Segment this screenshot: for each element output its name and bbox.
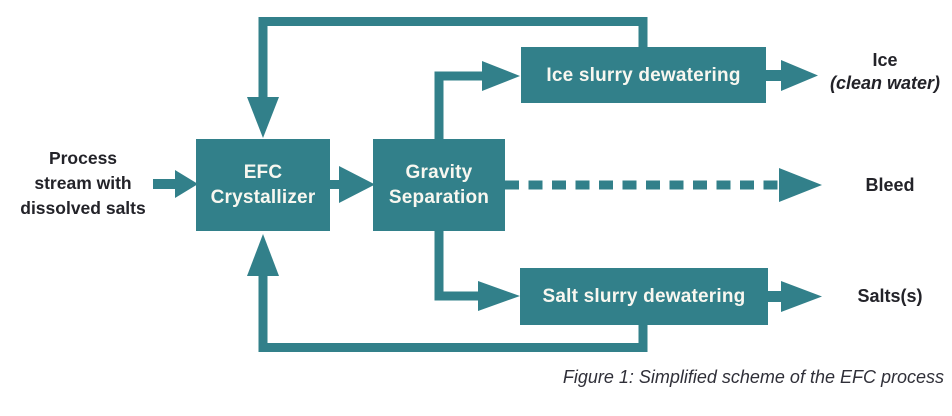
salts-output-arrow <box>766 281 822 312</box>
ice-output-label: Ice (clean water) <box>818 49 952 95</box>
gravity-to-bleed-connector <box>505 168 822 202</box>
ice-recycle-connector <box>247 17 648 138</box>
figure-caption: Figure 1: Simplified scheme of the EFC p… <box>562 367 944 387</box>
feed-stream-label-line2: stream with <box>34 173 132 193</box>
gravity-label-line2: Separation <box>388 187 490 208</box>
salt-recycle-connector <box>247 234 648 352</box>
gravity-to-salt-connector <box>434 231 520 311</box>
ice-output-subtitle: (clean water) <box>829 73 941 93</box>
bleed-output-label: Bleed <box>865 175 915 195</box>
ice-dewatering-label: Ice slurry dewatering <box>546 64 741 86</box>
gravity-to-ice-connector <box>434 61 520 140</box>
node-salt-slurry-dewatering: Salt slurry dewatering <box>520 268 768 325</box>
feed-stream-label-line1: Process <box>48 148 118 168</box>
gravity-label-line1: Gravity <box>405 162 473 183</box>
node-gravity-separation: Gravity Separation <box>373 139 505 231</box>
efc-to-gravity-arrow <box>330 166 375 203</box>
ice-output-arrow <box>766 60 818 91</box>
ice-output-title: Ice <box>872 50 898 70</box>
feed-to-efc-arrow <box>153 170 198 198</box>
feed-stream-label: Process stream with dissolved salts <box>2 146 164 221</box>
node-ice-slurry-dewatering: Ice slurry dewatering <box>521 47 766 103</box>
efc-label-line1: EFC <box>243 162 283 183</box>
salt-dewatering-label: Salt slurry dewatering <box>542 286 746 307</box>
salts-output-label: Salts(s) <box>857 286 923 306</box>
node-efc-crystallizer: EFC Crystallizer <box>196 139 330 231</box>
efc-label-line2: Crystallizer <box>210 187 316 208</box>
feed-stream-label-line3: dissolved salts <box>20 198 146 218</box>
